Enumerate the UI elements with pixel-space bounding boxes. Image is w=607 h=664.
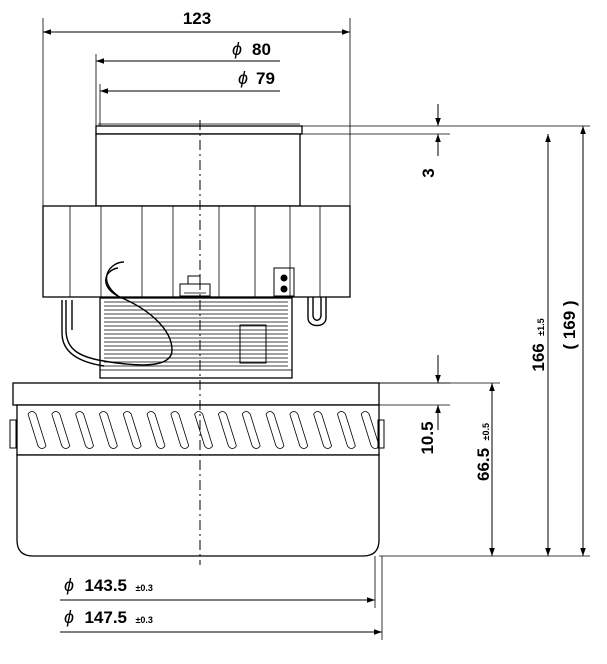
base-66-5-tolerance: ±0.5 [481,423,491,440]
svg-text:ϕ 147.5 ±0.3: ϕ 147.5 ±0.3 [64,607,153,627]
fan-slot [27,411,47,449]
fan-slot [99,411,118,449]
wire-loop-left [61,261,173,367]
svg-text:166 ±1.5: 166 ±1.5 [529,318,548,371]
fan-slot [265,411,285,449]
dimension-width-123: 123 [42,9,351,207]
svg-text:66.5 ±0.5: 66.5 ±0.5 [474,423,493,481]
width-123-label: 123 [183,9,211,28]
fan-slot [51,411,71,449]
svg-text:ϕ 143.5 ±0.3: ϕ 143.5 ±0.3 [64,575,153,595]
height-166-label: 166 [529,343,548,371]
dimension-diameter-80: ϕ 80 [95,39,280,130]
fan-slot [289,411,309,449]
motor-top-cap [95,123,303,207]
dimension-diameter-147-5: ϕ 147.5 ±0.3 [60,556,383,640]
diameter-143-5-tolerance: ±0.3 [135,583,152,593]
base-66-5-label: 66.5 [474,448,493,481]
dimension-height-166: 166 ±1.5 [379,134,590,557]
diameter-143-5-symbol: ϕ [64,575,74,595]
fan-slot [122,411,142,449]
stator-winding [99,297,293,379]
diameter-147-5-label: 147.5 [84,608,127,627]
diameter-79-symbol: ϕ [238,68,248,88]
dimension-height-169: ( 169 ) [560,126,586,556]
diameter-80-symbol: ϕ [232,39,242,59]
fan-slot [241,411,261,449]
fan-slot [218,411,237,449]
dimension-base-66-5: 66.5 ±0.5 [379,382,500,556]
base-10-5-label: 10.5 [418,421,437,454]
dimension-diameter-143-5: ϕ 143.5 ±0.3 [60,556,376,608]
diameter-80-label: 80 [252,40,271,59]
wire-loop-right [307,297,327,327]
diameter-79-label: 79 [256,69,275,88]
fan-slot [146,411,166,449]
dimension-diameter-79: ϕ 79 [99,68,280,130]
diameter-147-5-symbol: ϕ [64,607,74,627]
terminal-block [273,267,295,297]
dimension-gap-3: 3 [300,104,590,178]
motor-housing-ring [42,205,351,298]
fan-slot [170,411,190,449]
height-166-tolerance: ±1.5 [536,318,546,335]
gap-3-label: 3 [419,168,438,177]
fan-slot [75,411,94,449]
diameter-143-5-label: 143.5 [84,576,127,595]
diameter-147-5-tolerance: ±0.3 [135,615,152,625]
fan-slot [360,411,380,449]
height-169-label: ( 169 ) [560,300,579,349]
fan-slot [337,411,356,449]
fan-housing [9,382,385,557]
fan-slot [313,411,332,449]
